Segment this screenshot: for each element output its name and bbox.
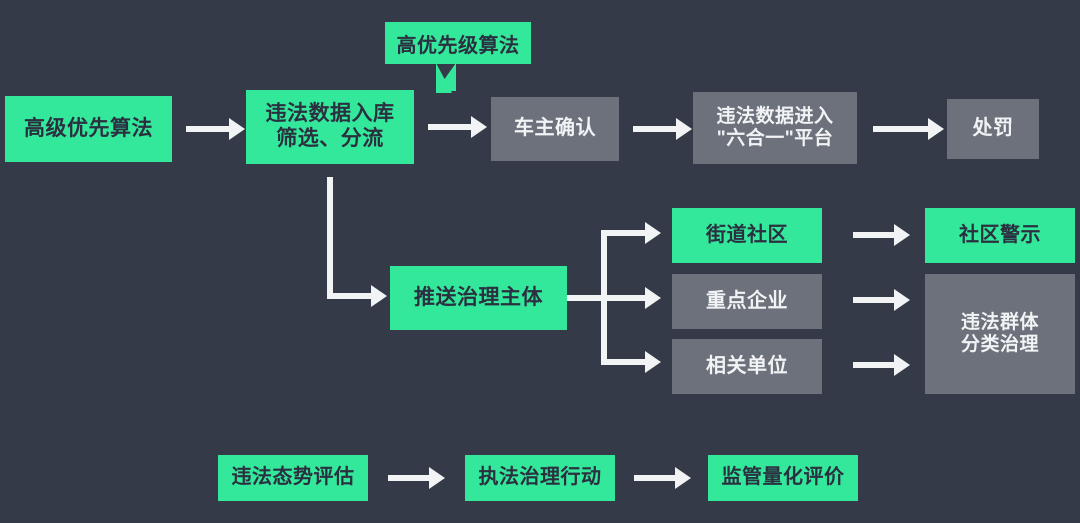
node-advanced-priority-algorithm[interactable]: 高级优先算法 [5,96,172,162]
arrow-community-to-warning [853,232,895,238]
elbow-horizontal-segment [327,293,375,299]
node-label: 违法数据进入 "六合一"平台 [716,105,834,149]
arrow-platform-to-penalty [873,126,929,132]
callout-high-priority-algorithm: 高优先级算法 [385,22,531,64]
node-label: 重点企业 [706,289,788,312]
node-street-community[interactable]: 街道社区 [672,208,822,263]
bracket-arrowhead-bottom-icon [645,351,661,373]
callout-label: 高优先级算法 [396,34,520,57]
node-label: 社区警示 [959,223,1041,246]
elbow-arrowhead-icon [371,285,387,307]
node-violation-data-into-platform[interactable]: 违法数据进入 "六合一"平台 [693,92,857,164]
node-label: 相关单位 [706,354,788,377]
node-key-enterprise[interactable]: 重点企业 [672,274,822,329]
arrow-unit-to-group [853,362,895,368]
node-label: 处罚 [972,117,1014,140]
node-label: 高级优先算法 [24,116,153,140]
node-label: 车主确认 [514,117,596,140]
node-penalty[interactable]: 处罚 [947,99,1039,159]
node-label: 监管量化评价 [721,466,845,489]
callout-tail-fill [436,63,456,91]
arrow-advanced-to-entry [186,126,230,132]
node-community-warning[interactable]: 社区警示 [925,208,1075,263]
arrow-assessment-to-action [388,475,430,481]
node-label: 违法数据入库 筛选、分流 [265,102,395,150]
arrow-action-to-evaluation [634,475,676,481]
arrow-owner-to-platform [633,126,677,132]
elbow-vertical-segment [327,177,333,299]
arrow-enterprise-to-group [853,297,895,303]
node-regulatory-quantitative-evaluation[interactable]: 监管量化评价 [708,455,858,501]
node-violation-situation-assessment[interactable]: 违法态势评估 [218,455,368,501]
bracket-arrowhead-middle-icon [645,287,661,309]
node-enforcement-governance-action[interactable]: 执法治理行动 [465,455,615,501]
bracket-branch-top [601,230,647,236]
arrow-entry-to-owner [428,124,472,130]
node-violation-data-entry-filter-shunt[interactable]: 违法数据入库 筛选、分流 [246,90,414,164]
node-label: 推送治理主体 [414,285,543,309]
node-label: 街道社区 [706,223,788,246]
bracket-branch-bottom [601,359,647,365]
node-violation-group-classified-governance[interactable]: 违法群体 分类治理 [925,274,1075,394]
bracket-branch-middle [601,295,647,301]
node-owner-confirmation[interactable]: 车主确认 [491,97,619,161]
node-label: 违法群体 分类治理 [960,311,1039,355]
node-label: 执法治理行动 [478,466,602,489]
node-push-governance-entity[interactable]: 推送治理主体 [390,266,567,330]
bracket-stem [567,295,621,301]
node-related-unit[interactable]: 相关单位 [672,339,822,394]
bracket-arrowhead-top-icon [645,222,661,244]
node-label: 违法态势评估 [231,466,355,489]
